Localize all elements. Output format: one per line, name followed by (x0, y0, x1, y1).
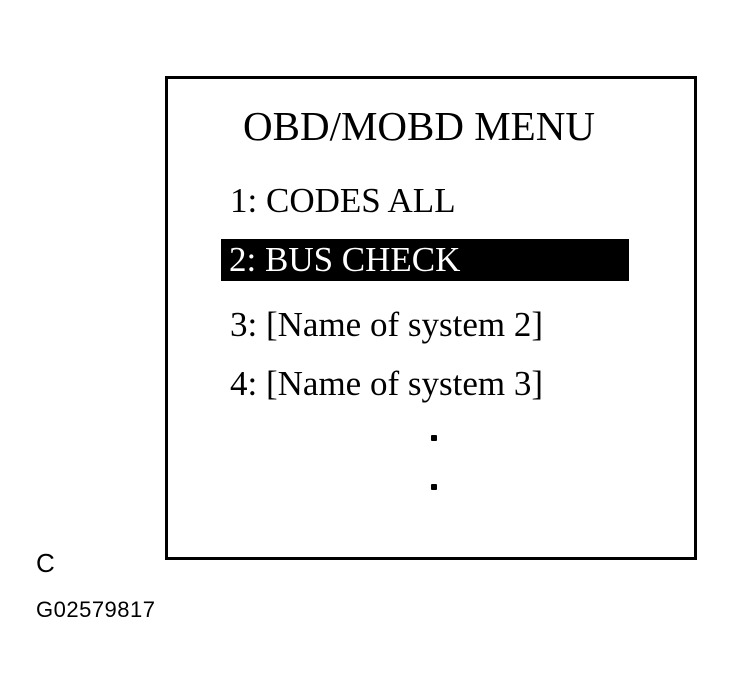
menu-title: OBD/MOBD MENU (243, 103, 595, 149)
more-items-dot-icon (431, 484, 437, 490)
menu-item-codes-all[interactable]: 1: CODES ALL (230, 181, 456, 220)
tester-screen: OBD/MOBD MENU 1: CODES ALL 2: BUS CHECK … (165, 76, 697, 560)
figure-label: C (36, 548, 55, 578)
figure-code: G02579817 (36, 597, 156, 622)
more-items-dot-icon (431, 435, 437, 441)
menu-item-bus-check-selected[interactable]: 2: BUS CHECK (221, 239, 629, 281)
menu-item-system-2[interactable]: 3: [Name of system 2] (230, 305, 543, 344)
menu-item-system-3[interactable]: 4: [Name of system 3] (230, 364, 543, 403)
